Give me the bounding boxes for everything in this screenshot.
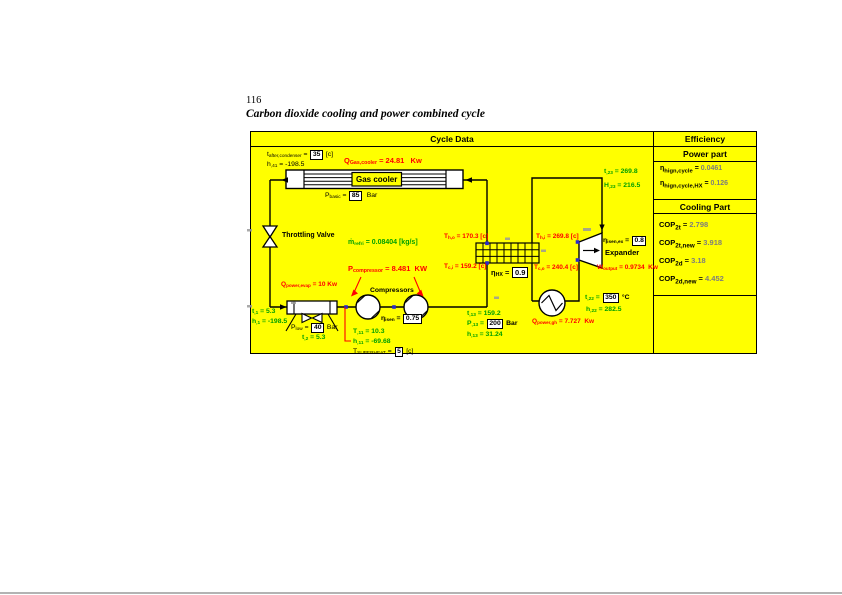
t-after-condenser-value-input[interactable]: 35 [310, 150, 323, 161]
page-title: Carbon dioxide cooling and power combine… [246, 108, 485, 120]
efficiency-empty-section [654, 295, 756, 353]
p-13-value-input[interactable]: 200 [486, 319, 504, 330]
efficiency-header: Efficiency [654, 132, 756, 147]
cop-row: COP2d = 3.18 [659, 256, 706, 268]
power-part-rows: ηhign,cycle = 0.0461 ηhign,cycle,HX = 0.1… [654, 162, 756, 199]
cop-row: COP2t,new = 3.918 [659, 238, 723, 250]
p-low-value-input[interactable]: 40 [311, 323, 324, 334]
eta-isen-ex-value-input[interactable]: 0.8 [632, 236, 647, 247]
cooling-part-header: Cooling Part [654, 199, 756, 214]
p-basic-value-input[interactable]: 85 [349, 191, 362, 202]
eta-isen-value-input[interactable]: 0.75 [403, 314, 422, 325]
cop-row: COP2d,new = 4.452 [659, 274, 724, 286]
t-22-value-input[interactable]: 350 [602, 293, 619, 304]
page-bottom-edge [0, 592, 842, 594]
power-efficiency-row: ηhign,cycle,HX = 0.126 [660, 180, 729, 190]
cycle-data-header: Cycle Data [251, 132, 653, 147]
power-efficiency-row: ηhign,cycle = 0.0461 [660, 165, 723, 175]
t-superheat-value-input[interactable]: 5 [394, 347, 404, 358]
cycle-data-panel: Cycle Data [250, 131, 654, 354]
power-part-header: Power part [654, 147, 756, 162]
cop-row: COP2t = 2.798 [659, 220, 709, 232]
efficiency-panel: Efficiency Power part ηhign,cycle = 0.04… [653, 131, 757, 354]
page-number: 116 [246, 95, 262, 106]
eta-hx-value-input[interactable]: 0.9 [512, 267, 528, 278]
